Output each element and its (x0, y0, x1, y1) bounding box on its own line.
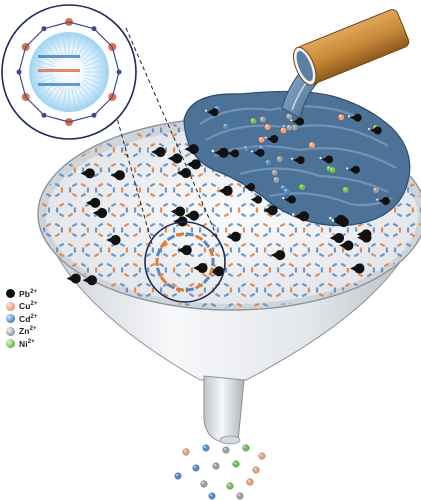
funnel-stem (203, 375, 245, 443)
ions-in-bowl (63, 105, 390, 286)
filtered-droplets (174, 444, 266, 500)
ion-legend: Pb2+ Cu2+ Cd2+ Zn2+ Ni2+ (6, 288, 38, 351)
legend-ion-label: Cd (19, 313, 31, 324)
legend-charge-label: 2+ (29, 326, 37, 333)
legend-ion-label: Ni (19, 338, 28, 349)
legend-item-cu: Cu2+ (6, 301, 38, 312)
legend-ion-label: Pb (19, 288, 31, 299)
legend-charge-label: 2+ (27, 338, 35, 345)
sphere-salmon-icon (6, 301, 15, 311)
sphere-blue-icon (6, 314, 15, 323)
legend-item-zn: Zn2+ (6, 326, 38, 337)
legend-charge-label: 2+ (30, 301, 38, 308)
legend-item-ni: Ni2+ (6, 338, 38, 349)
legend-ion-label: Zn (19, 326, 30, 336)
sphere-grey-icon (6, 326, 15, 336)
magnifier-circle-icon (144, 221, 226, 303)
legend-item-pb: Pb2+ (6, 288, 38, 299)
legend-item-cd: Cd2+ (6, 313, 38, 324)
inset-framework (16, 18, 122, 126)
framework-ring-icon (155, 232, 215, 292)
pipe-icon (293, 9, 410, 86)
sphere-green-icon (6, 339, 15, 348)
pacman-ion-icon (6, 289, 15, 298)
legend-charge-label: 2+ (30, 313, 38, 320)
legend-ion-label: Cu (19, 301, 31, 311)
legend-charge-label: 2+ (30, 288, 38, 295)
